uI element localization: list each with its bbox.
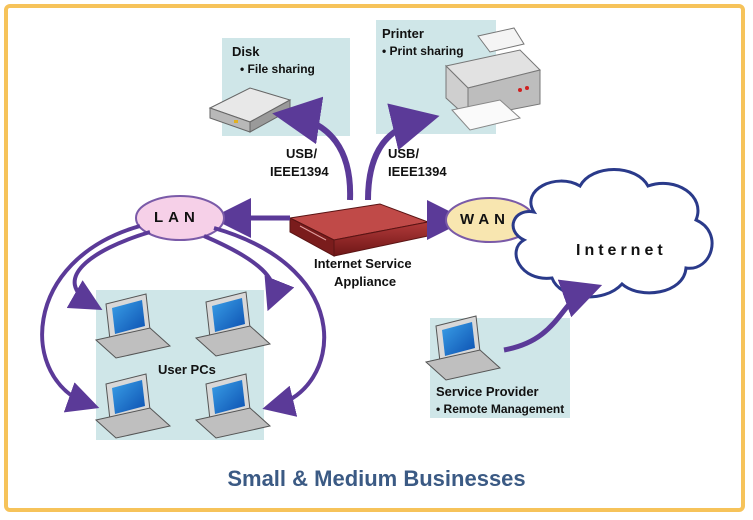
wan-label: WAN [460, 211, 510, 228]
usb-left-line1: USB/ [286, 146, 318, 161]
usb-right-line2: IEEE1394 [388, 164, 447, 179]
arrow-lan-pc3 [40, 224, 141, 413]
pc-icon [194, 373, 272, 439]
user-pcs-label: User PCs [158, 362, 216, 377]
printer-title: Printer [382, 26, 424, 41]
lan-oval [135, 195, 225, 241]
pc-icon [94, 373, 172, 439]
appliance-line1: Internet Service [314, 256, 412, 271]
disk-bullet: • File sharing [240, 62, 315, 76]
printer-bullet: • Print sharing [382, 44, 464, 58]
lan-label: LAN [154, 209, 200, 226]
arrow-lan-pc4 [213, 226, 327, 417]
provider-title: Service Provider [436, 384, 539, 399]
provider-bullet: • Remote Management [436, 402, 565, 416]
pc-icon [94, 293, 172, 359]
appliance-line2: Appliance [334, 274, 397, 289]
arrow-lan-pc1 [66, 230, 151, 310]
page-title: Small & Medium Businesses [227, 466, 526, 491]
pc-icon [194, 291, 272, 357]
arrow-to-printer [365, 103, 440, 201]
internet-cloud [511, 168, 714, 299]
internet-label: Internet [576, 242, 667, 259]
arrow-lan-pc2 [203, 234, 295, 312]
arrow-to-disk [272, 96, 354, 201]
disk-title: Disk [232, 44, 260, 59]
printer-icon [444, 27, 541, 131]
usb-right-line1: USB/ [388, 146, 420, 161]
appliance-icon [288, 203, 430, 257]
pc-icon [424, 315, 502, 381]
usb-left-line2: IEEE1394 [270, 164, 329, 179]
arrow-provider-internet [503, 279, 603, 353]
